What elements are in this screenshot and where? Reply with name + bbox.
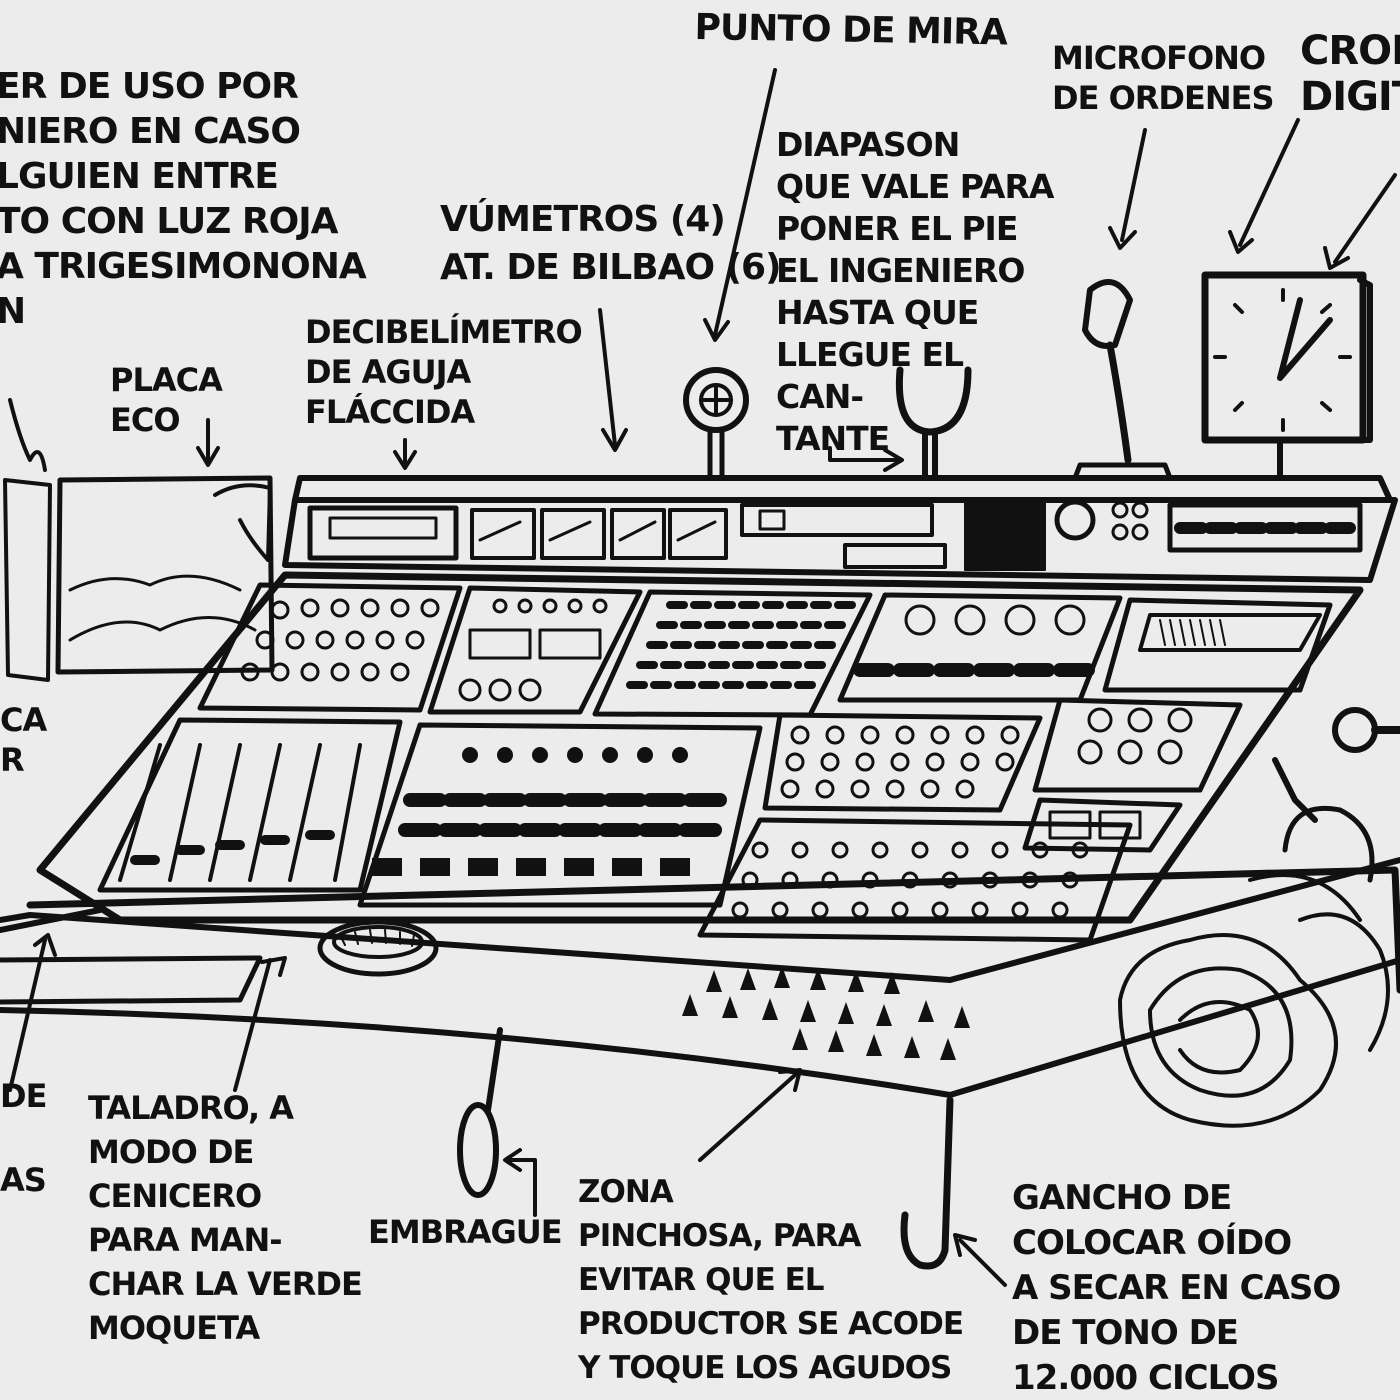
label-punto-de-mira: PUNTO DE MIRA	[694, 6, 1008, 54]
microphone-icon	[1072, 279, 1173, 481]
plant-drawing	[3, 398, 52, 682]
label-decibelimetro: DECIBELÍMETRO DE AGUJA FLÁCCIDA	[305, 313, 583, 431]
label-embrague: EMBRAGUE	[368, 1213, 563, 1251]
label-left-partial-top: CA R	[0, 701, 47, 779]
echo-plate	[55, 475, 275, 675]
spike-zone	[682, 966, 970, 1060]
tuning-fork-icon	[895, 366, 972, 481]
label-left-partial-bottom: DE AS	[0, 1077, 47, 1199]
label-gancho: GANCHO DE COLOCAR OÍDO A SECAR EN CASO D…	[1012, 1178, 1341, 1398]
label-placa-eco: PLACA ECO	[110, 361, 223, 439]
clock-icon	[1201, 271, 1373, 481]
label-diapason: DIAPASON QUE VALE PARA PONER EL PIE EL I…	[776, 125, 1054, 458]
label-vumetros: VÚMETROS (4) AT. DE BILBAO (6)	[440, 199, 782, 288]
upper-modules	[197, 582, 1333, 718]
label-cronometro-digital: CRON DIGIT	[1300, 28, 1400, 120]
label-taladro: TALADRO, A MODO DE CENICERO PARA MAN- CH…	[88, 1089, 363, 1347]
crosshair-sight-icon	[683, 367, 749, 481]
label-power-usage: ER DE USO POR NIERO EN CASO LGUIEN ENTRE…	[0, 66, 367, 332]
label-microfono-de-ordenes: MICROFONO DE ORDENES	[1052, 39, 1275, 117]
cable-pile	[1118, 707, 1400, 1128]
label-zona-pinchosa: ZONA PINCHOSA, PARA EVITAR QUE EL PRODUC…	[578, 1174, 964, 1386]
clutch-pedal-icon	[457, 1027, 503, 1198]
lower-modules	[97, 697, 1243, 943]
ashtray-icon	[317, 919, 439, 977]
meter-strip	[282, 497, 1398, 583]
hook-icon	[900, 1096, 954, 1270]
pointer-arrows	[8, 68, 1397, 1287]
